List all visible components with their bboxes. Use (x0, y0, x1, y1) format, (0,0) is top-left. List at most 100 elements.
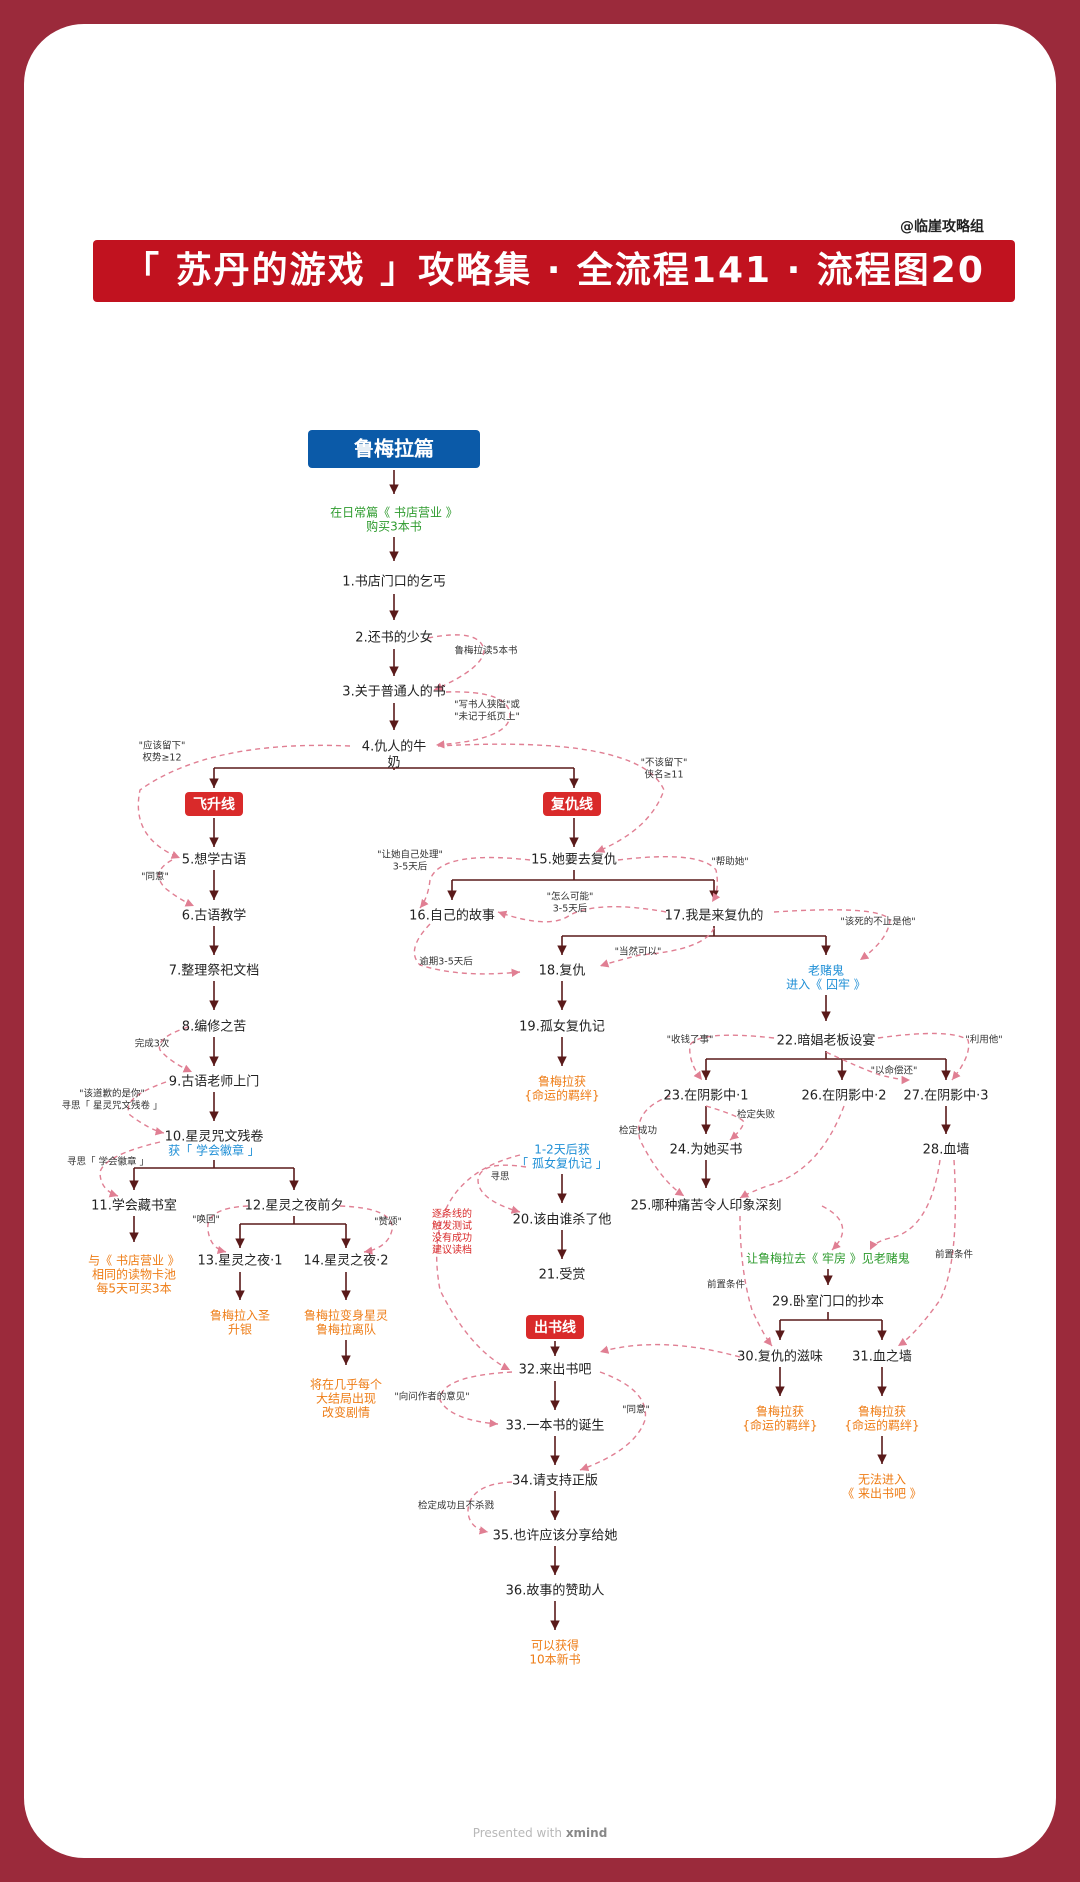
label-notes-a33r: "同意" (622, 1404, 650, 1416)
cond-n20 (477, 1164, 527, 1214)
label-results-r_cyan2: 「 孤女复仇记 」 (516, 1156, 608, 1171)
label-nodes-n10: 10.星灵咒文残卷 (165, 1129, 264, 1145)
cond-n12-n14 (339, 1205, 393, 1255)
section-revenge-pill (543, 792, 601, 816)
label-notes-aRed2: 触发测试 (432, 1219, 472, 1232)
cond-n4-n5 (137, 744, 351, 859)
cond-n9-n10 (127, 1081, 167, 1136)
cond-n17-gamb (773, 909, 891, 961)
credit-label: @临崖攻略组 (900, 219, 984, 235)
cond-n8-n9 (158, 1026, 193, 1073)
label-notes-a22m: "以命偿还" (871, 1065, 918, 1077)
label-notes-a20: 寻思 (490, 1172, 510, 1183)
cond-n32-n34 (579, 1371, 647, 1472)
cond-red-n32 (436, 1154, 521, 1371)
footer-prefix: Presented with (472, 1826, 562, 1840)
label-nodes-n16: 16.自己的故事 (409, 908, 495, 924)
label-notes-a22r: "利用他" (965, 1034, 1002, 1046)
cond-n3-n4 (435, 691, 511, 749)
label-notes-a9a: "该道歉的是你" (79, 1088, 145, 1100)
label-notes-a23s: 检定成功 (619, 1125, 657, 1137)
label-nodes-n35: 35.也许应该分享给她 (493, 1528, 618, 1544)
label-nodes-n9: 9.古语老师上门 (169, 1075, 259, 1090)
label-notes-a12l: "唤回" (192, 1214, 220, 1226)
label-results-r10: 获「 学会徽章 」 (168, 1143, 260, 1158)
label-notes-a22l: "收钱了事" (667, 1034, 714, 1046)
label-notes-aRed1: 逐条线的 (432, 1207, 472, 1220)
cond-n4-n15 (437, 743, 665, 853)
label-nodes-n5: 5.想学古语 (182, 852, 246, 868)
label-notes-a33l: "向问作者的意见" (394, 1391, 469, 1403)
label-nodes-n36: 36.故事的赞助人 (506, 1583, 605, 1599)
cond-n22-n27m (825, 1051, 911, 1085)
cond-n5-n6 (158, 859, 195, 907)
label-notes-a35: 检定成功且不杀戮 (418, 1500, 495, 1512)
label-nodes-n2: 2.还书的少女 (355, 630, 432, 646)
label-results-r19a: 鲁梅拉获 (538, 1074, 586, 1089)
label-notes-a16: 逾期3-5天后 (419, 956, 473, 968)
cond-n15-n17 (617, 855, 721, 903)
label-notes-a4lb: 权势≥12 (142, 752, 181, 764)
label-results-r_start2: 购买3本书 (366, 519, 422, 534)
label-results-r36b: 10本新书 (529, 1652, 580, 1667)
label-notes-a9b: 寻思「 星灵咒文残卷 」 (61, 1100, 162, 1112)
label-nodes-n4: 4.仇人的牛 (362, 739, 426, 755)
cond-n22-n27 (877, 1032, 970, 1081)
label-results-r31a: 鲁梅拉获 (858, 1404, 906, 1419)
label-nodes-n21: 21.受赏 (539, 1268, 586, 1283)
label-nodes-n13: 13.星灵之夜·1 (197, 1254, 282, 1269)
label-notes-a3a: "写书人狭隘"或 (454, 699, 520, 711)
label-results-r11a: 与《 书店营业 》 (88, 1254, 180, 1268)
cond-n10-n11 (99, 1141, 161, 1198)
label-nodes-n1: 1.书店门口的乞丐 (342, 574, 445, 590)
cond-n2-n3 (427, 634, 485, 691)
section-book-pill (526, 1315, 584, 1339)
label-nodes-n29: 29.卧室门口的抄本 (772, 1294, 884, 1310)
cond-n25-prison (821, 1205, 844, 1251)
label-notes-aPre1: 前置条件 (707, 1279, 746, 1291)
label-notes-a10: 寻思「 学会徽章 」 (67, 1156, 149, 1168)
label-nodes-n17: 17.我是来复仇的 (665, 908, 764, 924)
section-main-pill-label: 鲁梅拉篇 (354, 437, 434, 461)
footer-brand: xmind (565, 1826, 608, 1840)
cond-n12-n13 (207, 1205, 249, 1255)
cond-n16-n18 (413, 923, 521, 978)
label-notes-aRed3: 没有成功 (432, 1231, 472, 1244)
cond-n23-n24 (705, 1105, 745, 1141)
section-fly-pill-label: 飞升线 (193, 796, 235, 813)
label-notes-a23f: 检定失败 (737, 1109, 776, 1121)
label-notes-a2: 鲁梅拉读5本书 (454, 645, 518, 657)
label-results-r_start1: 在日常篇《 书店营业 》 (330, 505, 458, 520)
label-notes-a15r: "帮助她" (711, 856, 748, 868)
section-fly-pill (185, 792, 243, 816)
label-nodes-n27: 27.在阴影中·3 (903, 1089, 988, 1104)
label-nodes-n32: 32.来出书吧 (519, 1363, 592, 1378)
cond-n17-n18 (599, 927, 715, 968)
label-results-r19b: {命运的羁绊} (524, 1088, 599, 1103)
cond-n25-n30 (739, 1215, 773, 1347)
label-nodes-n11: 11.学会藏书室 (91, 1198, 177, 1214)
label-nodes-n12: 12.星灵之夜前夕 (245, 1198, 344, 1214)
label-nodes-n33: 33.一本书的诞生 (506, 1418, 605, 1434)
label-notes-a15la: "让她自己处理" (377, 849, 443, 861)
cond-n22-n23 (689, 1034, 775, 1081)
label-nodes-n31: 31.血之墙 (852, 1350, 912, 1365)
label-nodes-n28: 28.血墙 (923, 1143, 970, 1158)
label-nodes-n6: 6.古语教学 (182, 908, 246, 924)
label-nodes-n34: 34.请支持正版 (512, 1474, 598, 1489)
label-results-r31c: 无法进入 (858, 1473, 906, 1487)
label-nodes-n7: 7.整理祭祀文档 (169, 964, 259, 979)
cond-n28-prison (869, 1159, 941, 1251)
label-results-r14e: 改变剧情 (322, 1405, 370, 1420)
label-nodes-n30: 30.复仇的滋味 (737, 1349, 823, 1365)
cond-n28-n31 (897, 1159, 957, 1347)
label-nodes-n22: 22.暗娼老板设宴 (777, 1033, 876, 1049)
label-results-r_cyan1: 1-2天后获 (534, 1143, 590, 1157)
section-main-pill (308, 430, 480, 468)
label-results-r11b: 相同的读物卡池 (92, 1267, 176, 1282)
label-results-r11c: 每5天可买3本 (96, 1281, 171, 1296)
label-results-r36a: 可以获得 (531, 1638, 579, 1653)
label-notes-a17r: "该死的不止是他" (840, 916, 915, 928)
label-nodes-n3: 3.关于普通人的书 (342, 684, 445, 700)
